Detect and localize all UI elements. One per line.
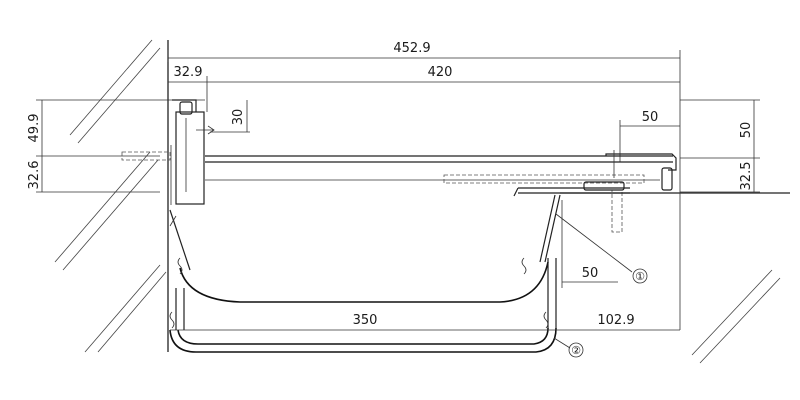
left-anchor <box>121 145 172 205</box>
top-panel <box>205 153 677 191</box>
left-wall <box>54 39 169 353</box>
dim-label-right-setback: 50 <box>642 110 659 125</box>
callout-1-label: ① <box>635 270 645 283</box>
dim-right-setback: 50 <box>619 110 680 162</box>
dim-left-vertical: 49.9 32.6 <box>27 99 205 193</box>
right-hardware <box>443 150 645 233</box>
dim-label-right-lower: 32.5 <box>739 162 754 191</box>
dim-label-tub-width: 350 <box>353 313 378 328</box>
dim-label-left-lower: 32.6 <box>27 161 42 190</box>
left-frame <box>172 99 215 205</box>
dim-right-vertical: 50 32.5 <box>680 99 760 193</box>
dim-label-flange: 30 <box>231 109 246 126</box>
dim-total-width: 452.9 <box>167 41 681 330</box>
dim-label-left-offset: 32.9 <box>174 65 203 80</box>
dim-flange: 30 <box>210 100 250 133</box>
dim-label-right-upper: 50 <box>739 122 754 139</box>
upper-tub <box>169 194 561 303</box>
dim-label-inner-width: 420 <box>428 65 453 80</box>
dim-label-total-width: 452.9 <box>393 41 430 56</box>
callout-2-label: ② <box>571 344 581 357</box>
dim-label-left-upper: 49.9 <box>27 114 42 143</box>
callout-2: ② <box>553 337 584 358</box>
dim-second-row: 32.9 420 <box>168 65 680 112</box>
lower-tub <box>169 258 557 353</box>
dim-label-lower-setback: 50 <box>582 266 599 281</box>
callout-1: ① <box>555 213 648 284</box>
dim-label-right-gap: 102.9 <box>597 313 634 328</box>
dim-lower: 350 102.9 50 <box>170 200 680 331</box>
